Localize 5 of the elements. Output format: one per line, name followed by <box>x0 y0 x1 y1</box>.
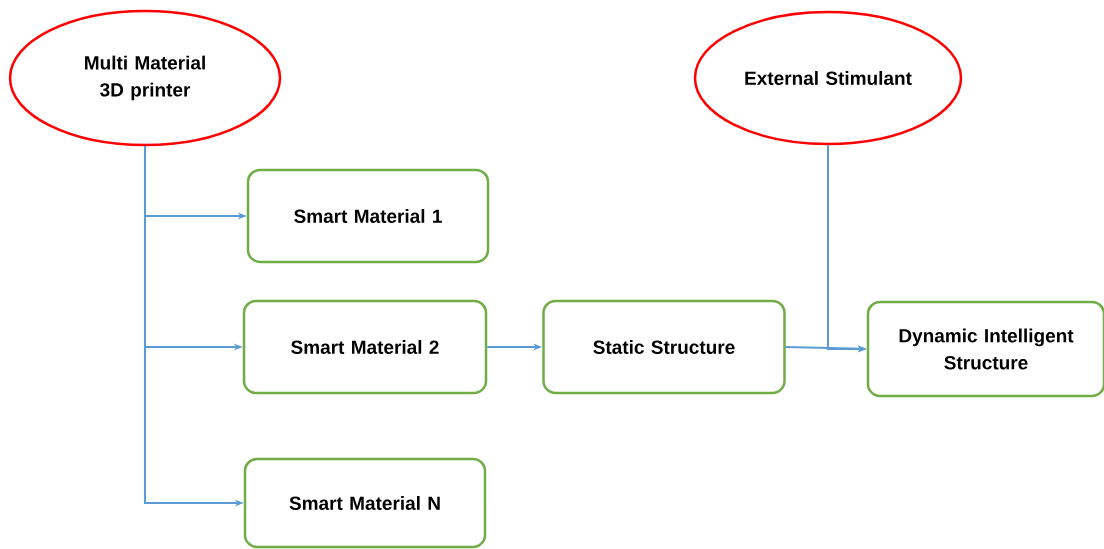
process-box: Smart Material 2 <box>242 299 488 395</box>
process-box: Dynamic Intelligent Structure <box>866 300 1104 398</box>
process-box: Smart Material N <box>243 457 487 549</box>
process-box: Smart Material 1 <box>246 168 490 264</box>
process-box: Static Structure <box>542 299 786 395</box>
